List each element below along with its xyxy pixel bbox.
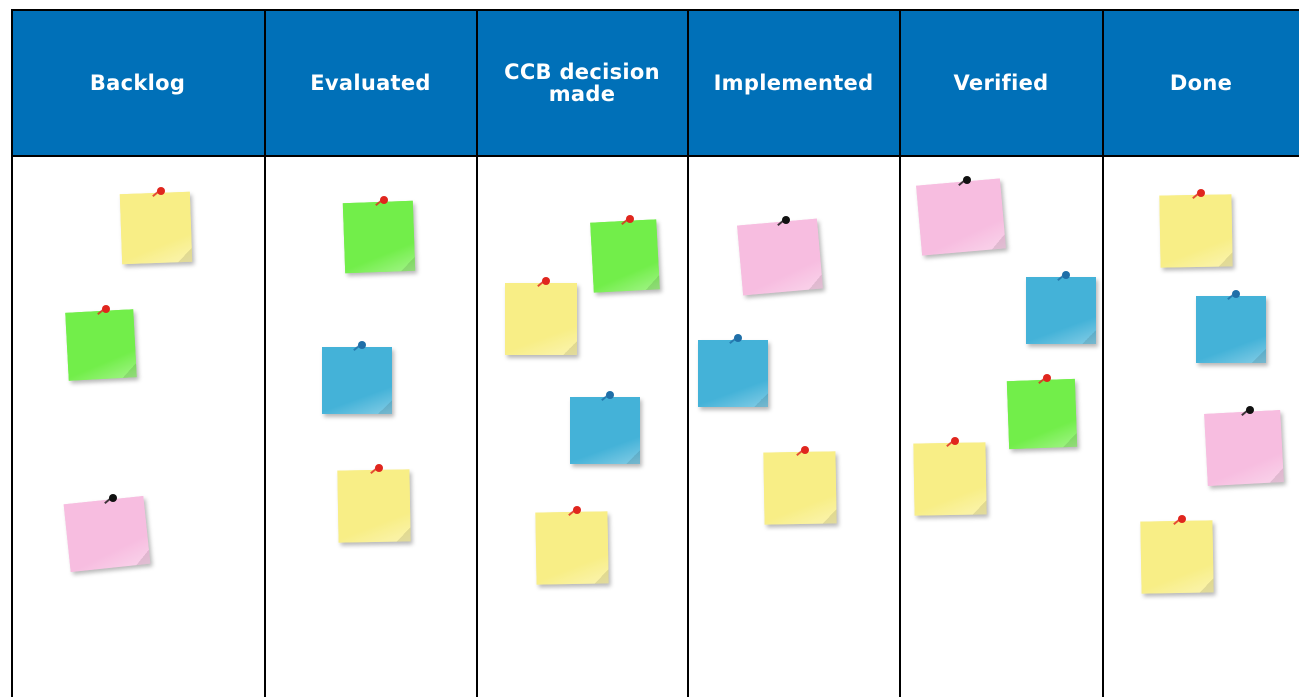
pushpin-icon [1178, 515, 1187, 523]
pushpin-icon [1245, 406, 1254, 414]
column-header-verified: Verified [900, 9, 1102, 157]
pushpin-icon [375, 464, 384, 472]
sticky-note-yellow[interactable] [1159, 194, 1233, 268]
column-header-done: Done [1103, 9, 1299, 157]
column-header-implemented: Implemented [688, 9, 899, 157]
pushpin-icon [1062, 271, 1071, 279]
sticky-note-yellow[interactable] [535, 511, 609, 585]
sticky-note-yellow[interactable] [505, 283, 577, 355]
sticky-note-pink[interactable] [737, 218, 823, 296]
board-body [11, 157, 1299, 697]
column-title: Verified [953, 71, 1049, 95]
pushpin-icon [1043, 374, 1052, 382]
pushpin-icon [542, 277, 551, 285]
sticky-note-pink[interactable] [1204, 410, 1284, 486]
column-title: Evaluated [310, 71, 431, 95]
column-title: CCB decision made [504, 60, 660, 106]
pushpin-icon [157, 187, 166, 195]
pushpin-icon [962, 176, 971, 184]
sticky-note-green[interactable] [65, 309, 137, 381]
pushpin-icon [1232, 290, 1241, 298]
sticky-note-pink[interactable] [916, 178, 1006, 256]
pushpin-icon [108, 494, 117, 502]
sticky-note-blue[interactable] [322, 347, 392, 414]
sticky-note-yellow[interactable] [337, 469, 411, 543]
column-divider [1102, 9, 1104, 697]
column-header-ccb-decision: CCB decision made [477, 9, 687, 157]
sticky-note-yellow[interactable] [913, 442, 987, 516]
pushpin-icon [380, 196, 389, 204]
column-divider [687, 9, 689, 697]
column-divider [476, 9, 478, 697]
sticky-note-yellow[interactable] [1140, 520, 1214, 594]
pushpin-icon [573, 506, 582, 514]
column-divider [264, 9, 266, 697]
column-title: Done [1169, 71, 1233, 95]
sticky-note-blue[interactable] [698, 340, 768, 407]
column-title: Implemented [713, 71, 874, 95]
sticky-note-blue[interactable] [1196, 296, 1266, 363]
sticky-note-green[interactable] [590, 219, 660, 293]
pushpin-icon [626, 215, 635, 223]
pushpin-icon [734, 334, 743, 342]
column-header-evaluated: Evaluated [265, 9, 476, 157]
sticky-note-yellow[interactable] [119, 191, 193, 265]
pushpin-icon [1197, 189, 1206, 197]
pushpin-icon [358, 341, 367, 349]
pushpin-icon [951, 437, 960, 445]
column-header-backlog: Backlog [11, 9, 264, 157]
column-divider [899, 9, 901, 697]
column-title: Backlog [89, 71, 186, 95]
pushpin-icon [102, 305, 111, 313]
sticky-note-green[interactable] [1006, 378, 1078, 450]
sticky-note-pink[interactable] [63, 496, 151, 572]
kanban-board: Backlog Evaluated CCB decision made Impl… [11, 9, 1299, 697]
sticky-note-blue[interactable] [1026, 277, 1096, 344]
sticky-note-green[interactable] [342, 200, 416, 274]
sticky-note-yellow[interactable] [763, 451, 837, 525]
pushpin-icon [801, 446, 810, 454]
pushpin-icon [606, 391, 615, 399]
header-row [11, 9, 1299, 157]
pushpin-icon [781, 216, 790, 224]
sticky-note-blue[interactable] [570, 397, 640, 464]
